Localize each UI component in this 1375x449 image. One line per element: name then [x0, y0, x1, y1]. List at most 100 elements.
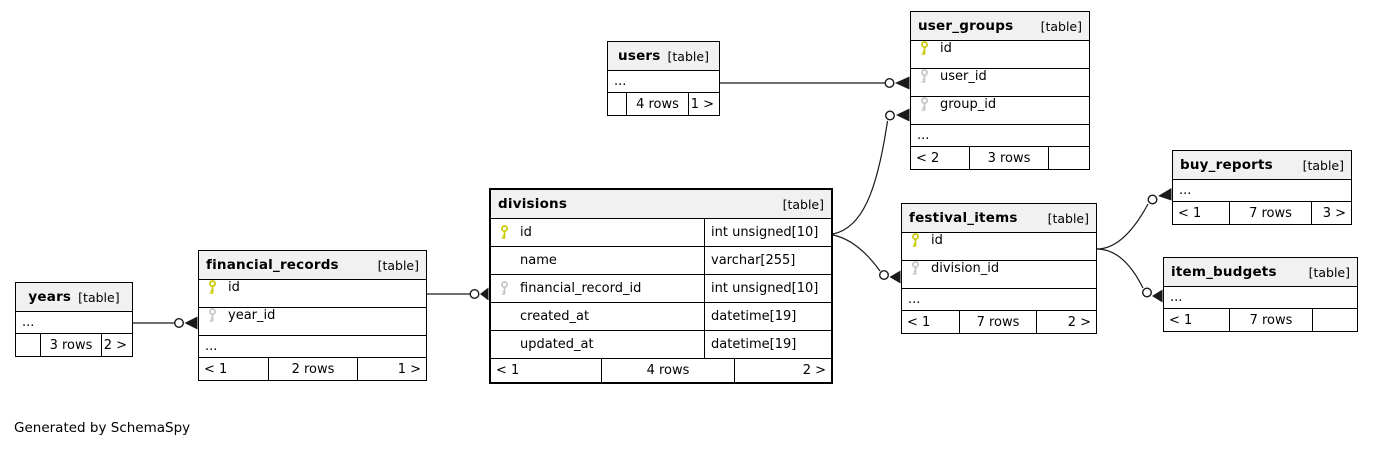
column-type: datetime[19]: [704, 331, 831, 358]
table-footer: < 1 2 rows 1 >: [199, 357, 426, 380]
ellipsis-label: ...: [205, 339, 218, 354]
footer-right[interactable]: 1 >: [357, 358, 426, 380]
column-row-financial_record_id: financial_record_id int unsigned[10]: [491, 274, 831, 302]
column-name: created_at: [520, 309, 590, 324]
table-header: financial_records [table]: [199, 251, 426, 279]
table-node-buy_reports[interactable]: buy_reports [table] ... < 1 7 rows 3 >: [1172, 150, 1352, 225]
generator-credit: Generated by SchemaSpy: [14, 420, 191, 436]
footer-left[interactable]: < 2: [916, 150, 940, 166]
footer-right[interactable]: 2 >: [101, 334, 132, 356]
footer-rowcount: 2 rows: [268, 358, 357, 380]
table-header: buy_reports [table]: [1173, 151, 1351, 179]
ellipsis-label: ...: [908, 292, 921, 307]
table-name[interactable]: user_groups: [918, 18, 1014, 34]
column-row-id: id: [902, 232, 1096, 260]
rel-user_groups-users: [720, 76, 910, 90]
rel-divisions-financial_records: [427, 287, 489, 301]
rel-user_groups-divisions: [832, 108, 910, 235]
footer-rowcount: 3 rows: [969, 147, 1048, 169]
table-name[interactable]: buy_reports: [1180, 157, 1273, 173]
table-node-users[interactable]: users [table] ... 4 rows 1 >: [607, 41, 720, 116]
table-node-divisions[interactable]: divisions [table] id int unsigned[10] na…: [489, 188, 833, 384]
table-node-years[interactable]: years [table] ... 3 rows 2 >: [15, 282, 133, 357]
ellipsis-label: ...: [1179, 183, 1192, 198]
footer-left[interactable]: < 1: [204, 361, 228, 377]
hidden-columns-row: ...: [16, 311, 132, 333]
rel-item_budgets-festival_items: [1096, 248, 1163, 303]
ellipsis-label: ...: [917, 128, 930, 143]
hidden-columns-row: ...: [608, 70, 719, 92]
column-row-updated_at: updated_at datetime[19]: [491, 330, 831, 358]
footer-right: [1312, 309, 1357, 331]
column-type: int unsigned[10]: [704, 275, 831, 302]
table-name[interactable]: item_budgets: [1171, 264, 1277, 280]
column-name: user_id: [940, 69, 987, 84]
footer-left: [16, 334, 40, 356]
table-name[interactable]: years: [28, 289, 72, 305]
footer-right: [1048, 147, 1089, 169]
footer-right[interactable]: 2 >: [1036, 311, 1096, 333]
table-footer: 4 rows 1 >: [608, 92, 719, 115]
table-footer: < 1 7 rows: [1164, 308, 1357, 331]
foreign-key-icon: [206, 308, 219, 323]
ellipsis-label: ...: [22, 315, 35, 330]
rel-festival_items-divisions: [832, 234, 901, 284]
ellipsis-label: ...: [1170, 290, 1183, 305]
table-header: item_budgets [table]: [1164, 258, 1357, 286]
footer-right[interactable]: 2 >: [734, 359, 831, 382]
table-tag: [table]: [782, 196, 824, 212]
footer-rowcount: 4 rows: [601, 359, 734, 382]
column-row-division_id: division_id: [902, 260, 1096, 288]
column-type: varchar[255]: [704, 247, 831, 274]
column-name: id: [520, 225, 532, 240]
column-type: int unsigned[10]: [704, 219, 831, 246]
footer-left[interactable]: < 1: [1178, 205, 1202, 221]
foreign-key-icon: [909, 261, 922, 276]
primary-key-icon: [918, 41, 931, 56]
table-tag: [table]: [667, 48, 709, 64]
hidden-columns-row: ...: [199, 335, 426, 357]
column-name: year_id: [228, 308, 276, 323]
column-name: updated_at: [520, 337, 594, 352]
primary-key-icon: [498, 225, 511, 240]
column-name: division_id: [931, 261, 1000, 276]
table-name[interactable]: financial_records: [206, 257, 339, 273]
footer-right[interactable]: 3 >: [1311, 202, 1351, 224]
footer-left[interactable]: < 1: [1169, 312, 1193, 328]
ellipsis-label: ...: [614, 74, 627, 89]
table-name[interactable]: users: [618, 48, 661, 64]
table-tag: [table]: [1302, 157, 1344, 173]
table-header: users [table]: [608, 42, 719, 70]
footer-left[interactable]: < 1: [907, 314, 931, 330]
column-name: financial_record_id: [520, 281, 642, 296]
primary-key-icon: [206, 280, 219, 295]
table-node-item_budgets[interactable]: item_budgets [table] ... < 1 7 rows: [1163, 257, 1358, 332]
rel-buy_reports-festival_items: [1096, 188, 1172, 250]
hidden-columns-row: ...: [1164, 286, 1357, 308]
foreign-key-icon: [918, 69, 931, 84]
footer-right[interactable]: 1 >: [688, 93, 719, 115]
table-tag: [table]: [1047, 210, 1089, 226]
table-node-festival_items[interactable]: festival_items [table] id division_id ..…: [901, 203, 1097, 334]
column-row-created_at: created_at datetime[19]: [491, 302, 831, 330]
column-name: id: [940, 41, 952, 56]
foreign-key-icon: [498, 281, 511, 296]
table-footer: < 1 4 rows 2 >: [491, 358, 831, 382]
table-node-financial_records[interactable]: financial_records [table] id year_id ...…: [198, 250, 427, 381]
table-footer: < 2 3 rows: [911, 146, 1089, 169]
table-tag: [table]: [1308, 264, 1350, 280]
table-name[interactable]: divisions: [498, 196, 568, 212]
table-node-user_groups[interactable]: user_groups [table] id user_id group_id …: [910, 11, 1090, 170]
table-header: user_groups [table]: [911, 12, 1089, 40]
table-footer: < 1 7 rows 3 >: [1173, 201, 1351, 224]
footer-left[interactable]: < 1: [496, 363, 520, 378]
footer-rowcount: 7 rows: [1229, 309, 1312, 331]
table-tag: [table]: [377, 257, 419, 273]
table-header: divisions [table]: [491, 190, 831, 218]
column-row-id: id: [199, 279, 426, 307]
hidden-columns-row: ...: [902, 288, 1096, 310]
rel-financial_records-years: [133, 316, 198, 330]
column-row-user_id: user_id: [911, 68, 1089, 96]
table-name[interactable]: festival_items: [909, 210, 1018, 226]
